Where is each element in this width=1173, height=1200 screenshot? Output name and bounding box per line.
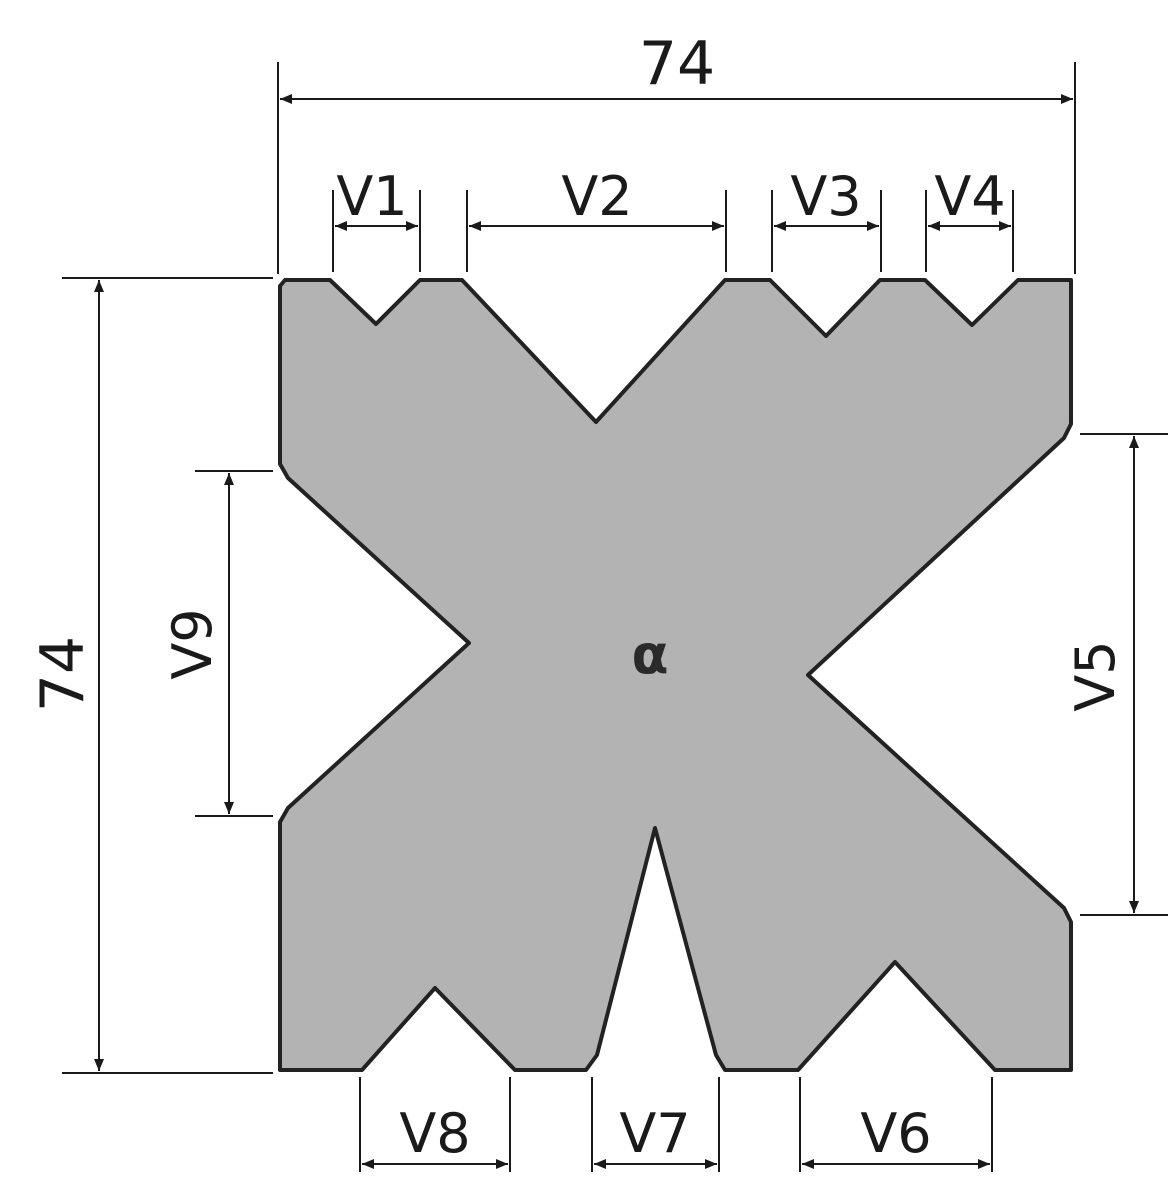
v6-label: V6 (860, 1102, 931, 1165)
die-profile-shape (278, 278, 1073, 1072)
v9-label: V9 (161, 608, 224, 679)
v8-label: V8 (399, 1102, 470, 1165)
extension-lines (62, 62, 1168, 1172)
overall-height-label: 74 (28, 636, 98, 712)
v5-label: V5 (1064, 640, 1127, 711)
v3-label: V3 (790, 165, 861, 228)
v1-label: V1 (336, 165, 407, 228)
angle-symbol: α (631, 623, 668, 686)
overall-width-label: 74 (639, 29, 715, 99)
v2-label: V2 (561, 165, 632, 228)
dimension-arrows (94, 94, 1139, 1169)
v4-label: V4 (934, 165, 1005, 228)
v7-label: V7 (619, 1102, 690, 1165)
